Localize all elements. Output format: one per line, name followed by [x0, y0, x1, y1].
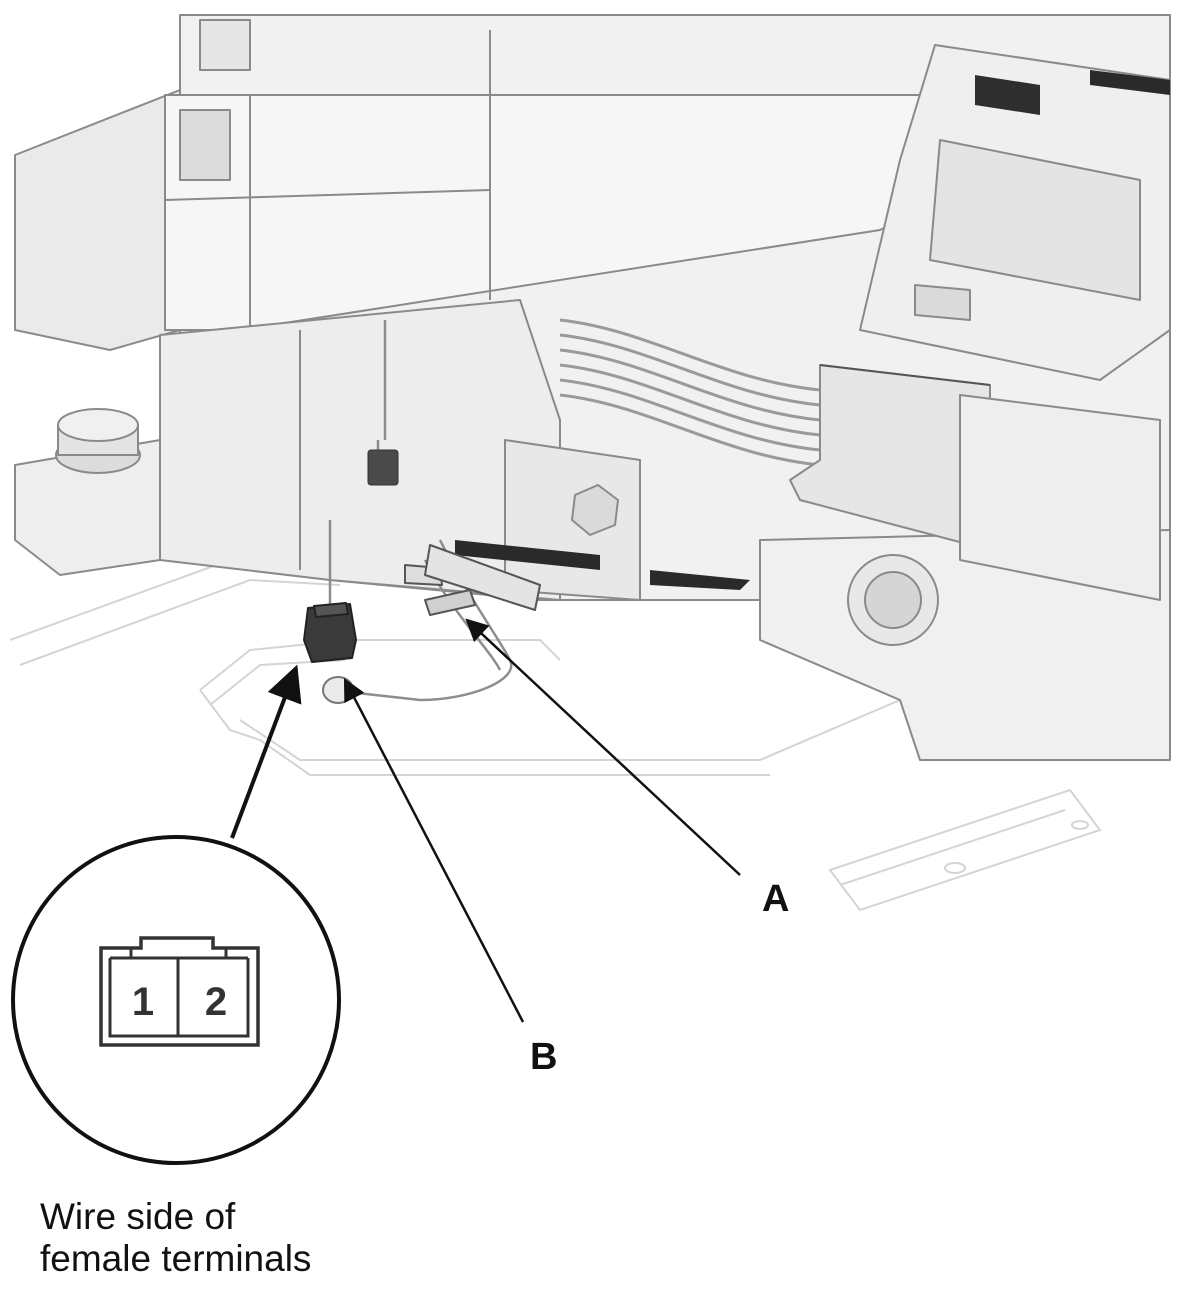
harness-connector	[789, 364, 1161, 601]
caption-line-1: Wire side of	[40, 1196, 236, 1237]
leader-a	[465, 618, 741, 876]
connector-b	[303, 602, 357, 704]
view-arrow	[230, 664, 302, 839]
inline-connector	[367, 449, 399, 486]
callout-b: B	[530, 1036, 558, 1078]
terminal-1-label: 1	[131, 980, 155, 1024]
wire-harness	[559, 318, 821, 467]
connector-face-view	[11, 835, 341, 1165]
callout-a: A	[762, 878, 790, 920]
leader-arrows	[230, 618, 741, 1023]
caption-line-2: female terminals	[40, 1238, 312, 1279]
hvac-housing	[14, 14, 1171, 761]
leader-b	[343, 678, 525, 1023]
connector-view-caption: Wire side of female terminals	[40, 1196, 311, 1280]
connector-a	[404, 544, 541, 616]
terminal-2-label: 2	[204, 980, 228, 1024]
